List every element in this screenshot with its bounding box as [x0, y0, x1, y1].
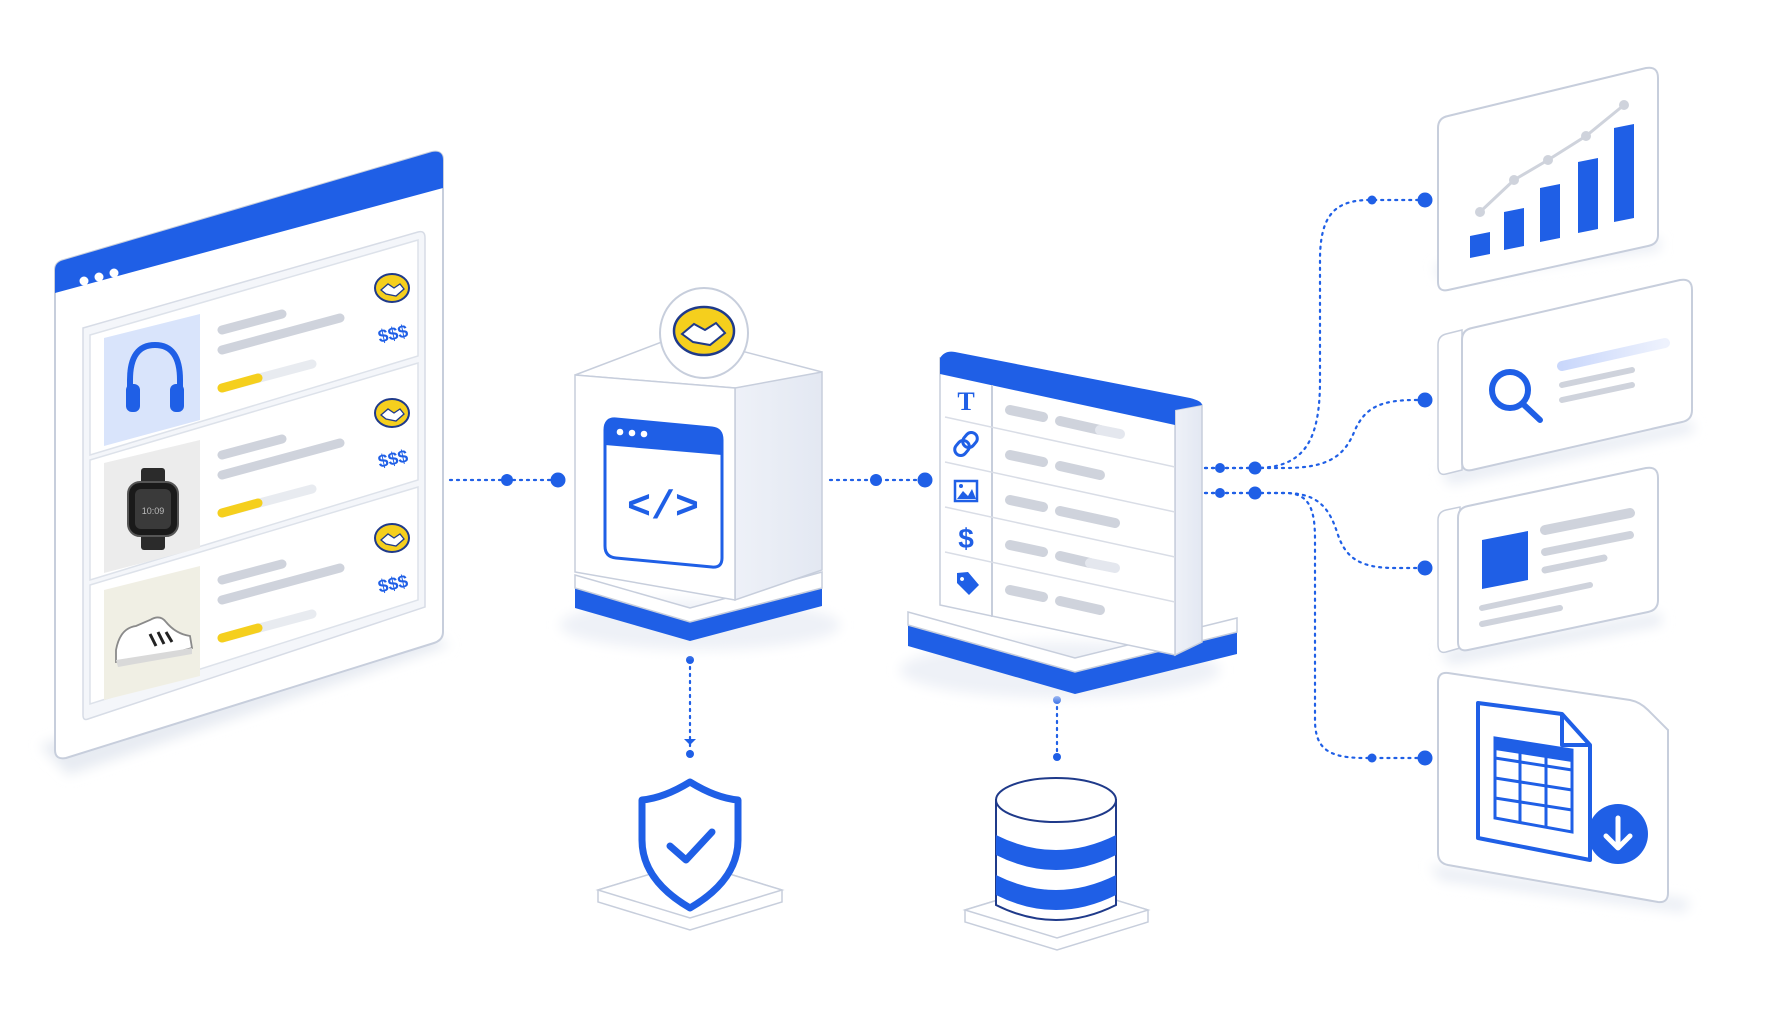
- product-thumb-headphones: [104, 314, 200, 446]
- image-icon: [953, 479, 979, 503]
- product-card[interactable]: $$$: [89, 485, 419, 706]
- handshake-coin-badge: [659, 287, 749, 379]
- handshake-badge: [374, 273, 410, 303]
- rating-fill: [217, 623, 263, 643]
- table-header-band: [940, 351, 1202, 425]
- rating-fill: [217, 373, 263, 393]
- handshake-icon: [680, 321, 727, 347]
- handshake-badge: [374, 523, 410, 553]
- database: [962, 777, 1151, 951]
- text-icon: T: [957, 387, 974, 416]
- table-cells: [1005, 405, 1125, 615]
- product-card[interactable]: 10:09 $$$: [89, 361, 419, 582]
- svg-text:10:09: 10:09: [142, 506, 165, 516]
- code-icon: </>: [627, 486, 699, 531]
- connectors: [448, 198, 1427, 760]
- field-icons: T $: [953, 387, 979, 595]
- sneaker-icon: [115, 616, 194, 667]
- output-search-card[interactable]: [1437, 278, 1695, 485]
- tag-icon: [957, 572, 979, 595]
- rating-fill: [217, 498, 263, 518]
- database-icon: [995, 777, 1117, 921]
- storefront-window: $$$ 10:09 $$$: [40, 150, 450, 775]
- schema-table: T $: [900, 351, 1238, 698]
- headphones-icon: [126, 341, 184, 412]
- connector-to-spreadsheet: [1203, 491, 1427, 760]
- search-icon: [1489, 369, 1543, 423]
- table-base: [908, 625, 1237, 694]
- article-icon: [1479, 508, 1635, 627]
- scraper-side: [734, 371, 823, 602]
- output-content-card[interactable]: [1437, 466, 1662, 665]
- storefront-titlebar: [55, 151, 443, 293]
- window-control-dots: [79, 268, 119, 286]
- product-card[interactable]: $$$: [89, 239, 419, 457]
- security-shield: [595, 778, 785, 931]
- smartwatch-icon: 10:09: [127, 468, 179, 550]
- output-spreadsheet-card[interactable]: [1430, 671, 1690, 912]
- shield-check-icon: [638, 778, 742, 912]
- scraper-base: [575, 585, 822, 641]
- connector-to-search: [1203, 398, 1427, 470]
- handshake-badge: [374, 398, 410, 428]
- connector-to-content: [1203, 491, 1427, 570]
- bar-chart-icon: [1470, 100, 1634, 258]
- output-analytics-card[interactable]: [1435, 66, 1660, 292]
- spreadsheet-download-icon: [1476, 701, 1648, 864]
- table-side: [1174, 404, 1203, 657]
- dollar-icon: $: [958, 523, 974, 554]
- scraper-server: </>: [560, 287, 840, 650]
- link-icon: [953, 430, 979, 458]
- connector-nodes: [501, 192, 1433, 766]
- connector-to-analytics: [1203, 198, 1427, 470]
- code-window: </>: [603, 417, 724, 569]
